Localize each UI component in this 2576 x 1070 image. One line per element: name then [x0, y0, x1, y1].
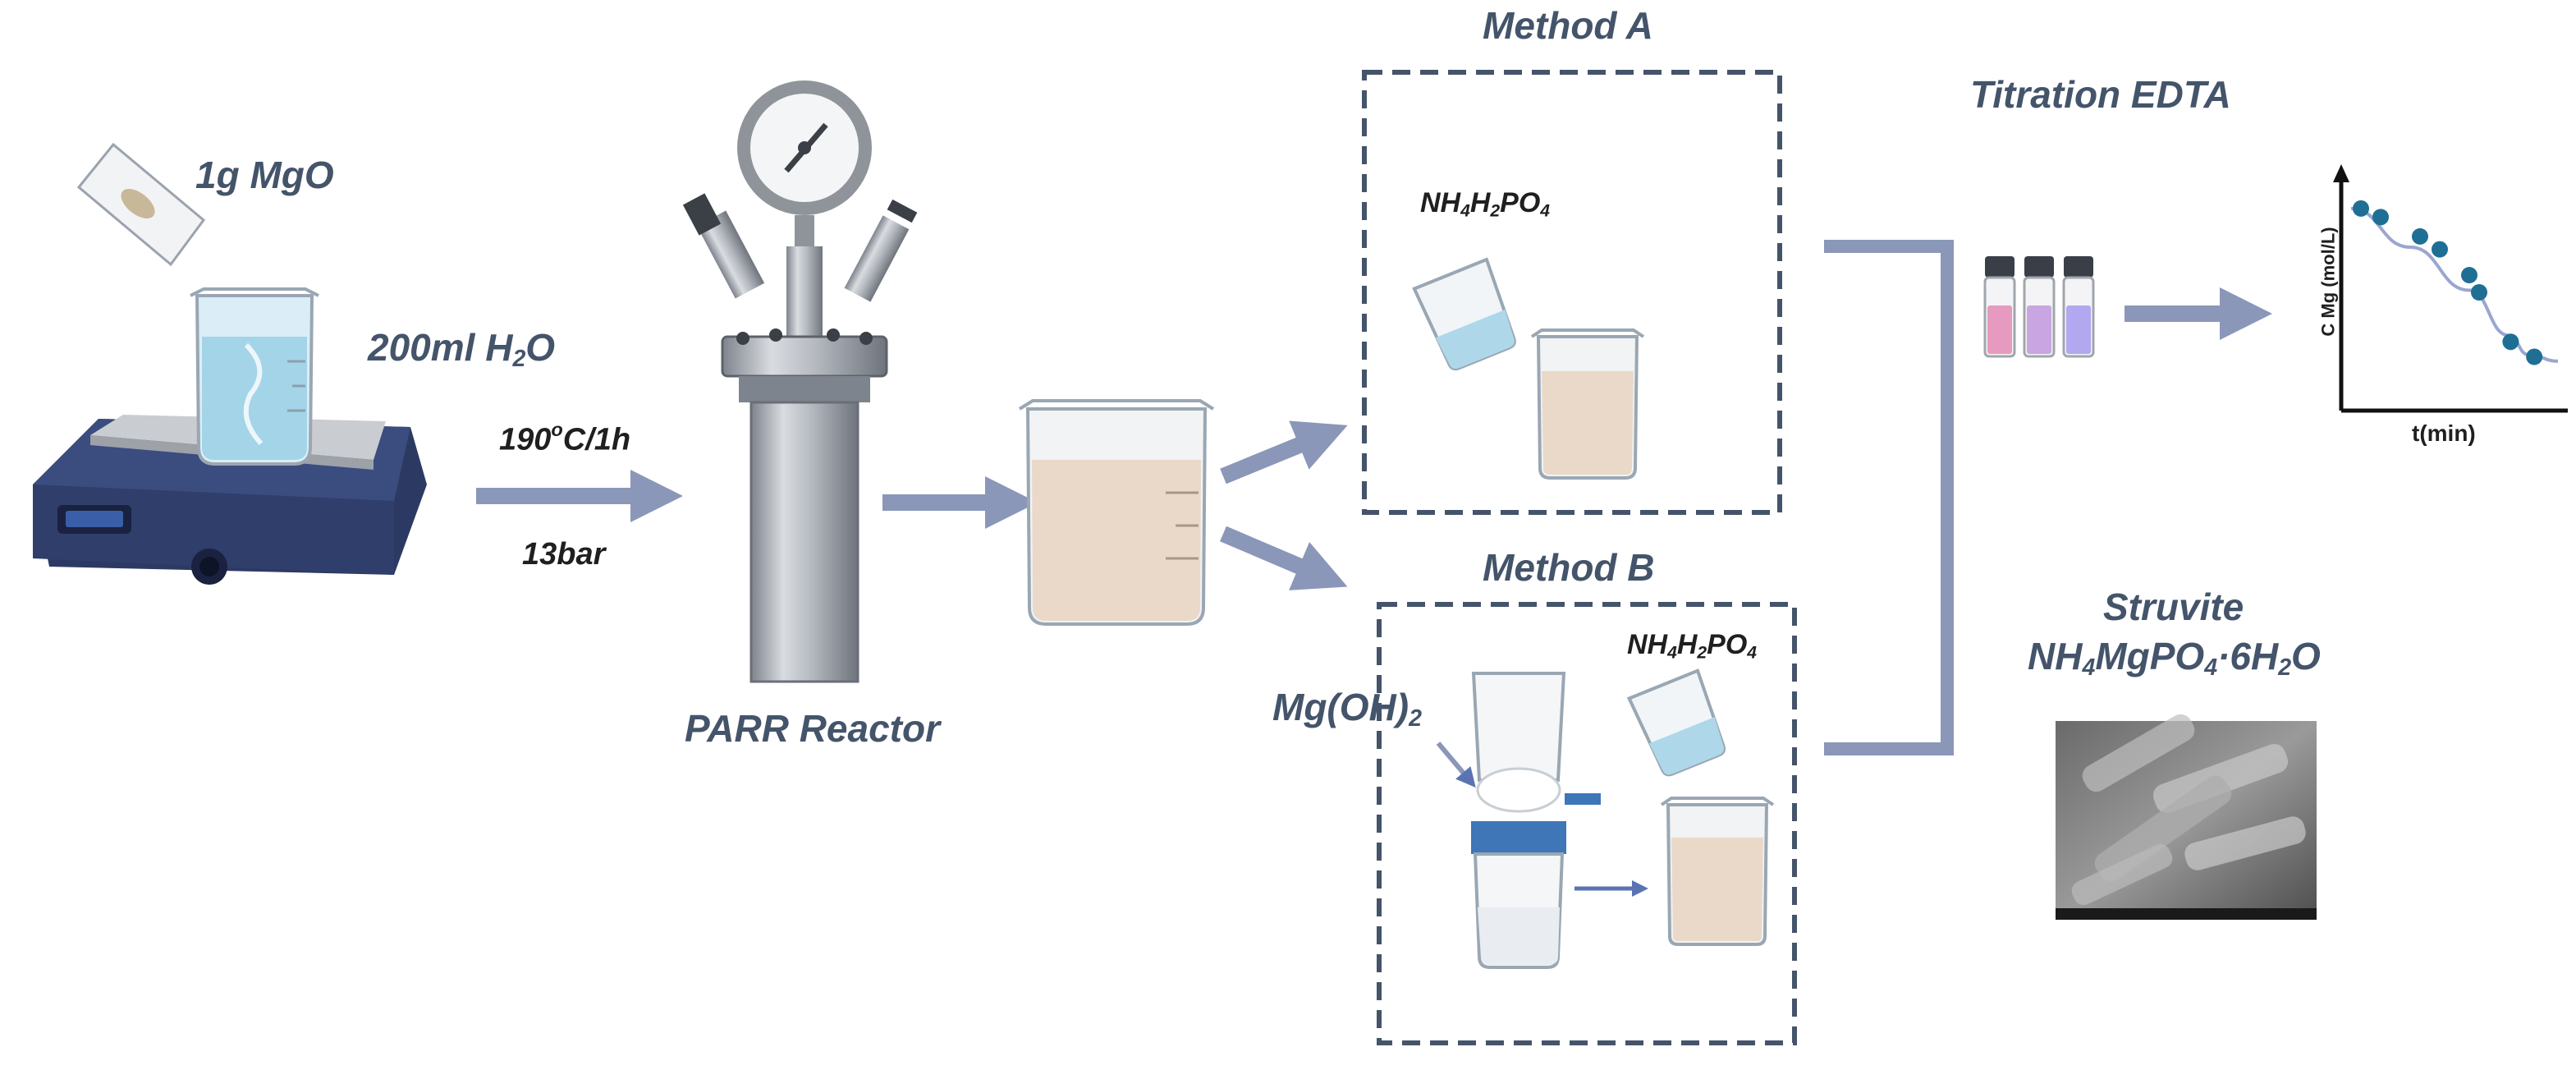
chart-point-5: [2461, 267, 2477, 284]
product-name: Struvite: [2103, 586, 2244, 628]
water-volume-label: 200ml H2O: [368, 325, 555, 373]
struvite-sem-image: [2056, 714, 2317, 920]
chart-point-6: [2471, 284, 2487, 301]
titration-chart: [2333, 164, 2568, 413]
formula-p4: O: [2291, 635, 2321, 677]
temp-suffix: C/1h: [562, 422, 631, 457]
beaker-water-icon: [190, 287, 319, 466]
arrow-to-method-b: [1220, 526, 1348, 590]
method-a-box: [1362, 70, 1782, 515]
method-b-reagent: NH4H2PO4: [1627, 629, 1757, 663]
formula-s2: 4: [2204, 654, 2218, 682]
method-a-reagent-s2: 2: [1490, 201, 1501, 221]
method-b-reagent-s3: 4: [1747, 643, 1757, 663]
precipitate-label: Mg(OH)2: [1272, 685, 1422, 732]
method-a-reagent-s1: 4: [1460, 201, 1470, 221]
chart-point-2: [2372, 209, 2389, 226]
formula-s1: 4: [2082, 654, 2096, 682]
product-beaker-a-icon: [1530, 328, 1645, 480]
method-a-title: Method A: [1483, 4, 1653, 47]
parr-reactor-icon: [682, 80, 918, 683]
chart-point-1: [2353, 200, 2369, 217]
method-a-reagent-p2: H: [1469, 187, 1491, 218]
formula-p3: ·6H: [2217, 635, 2279, 677]
titration-title: Titration EDTA: [1970, 73, 2231, 116]
chart-point-8: [2526, 348, 2543, 365]
water-prefix: 200ml H: [368, 326, 513, 369]
method-a-reagent-p1: NH: [1420, 187, 1461, 218]
pointer-arrow-precipitate: [1436, 742, 1476, 788]
method-b-reagent-p3: PO: [1707, 629, 1748, 660]
chart-x-label: t(min): [2412, 420, 2476, 446]
method-b-reagent-s1: 4: [1667, 643, 1677, 663]
product-beaker-b-icon: [1660, 797, 1775, 946]
pressure-label: 13bar: [522, 537, 606, 572]
reagent-cup-b-icon: [1626, 668, 1726, 777]
precipitate-p1: Mg(OH): [1272, 686, 1409, 728]
method-a-reagent-p3: PO: [1500, 187, 1541, 218]
precipitate-s1: 2: [1409, 705, 1422, 732]
formula-p2: MgPO: [2095, 635, 2205, 677]
suspension-beaker-icon: [1018, 399, 1215, 626]
method-a-reagent-s3: 4: [1540, 201, 1550, 221]
water-sub: 2: [512, 346, 526, 373]
vacuum-filter-unit-icon: [1471, 672, 1601, 969]
bracket-connector: [1824, 240, 1954, 755]
titration-vials-icon: [1983, 256, 2095, 358]
temperature-time-label: 190oC/1h: [499, 419, 630, 457]
chart-point-7: [2502, 333, 2519, 351]
method-a-reagent: NH4H2PO4: [1420, 187, 1550, 221]
chart-fit-line: [2350, 206, 2559, 363]
method-b-reagent-p2: H: [1676, 629, 1698, 660]
method-b-reagent-s2: 2: [1697, 643, 1707, 663]
formula-s3: 2: [2278, 654, 2292, 682]
weighing-paper-icon: [76, 142, 206, 267]
method-b-title: Method B: [1483, 546, 1655, 589]
product-formula: NH4MgPO4·6H2O: [2028, 634, 2321, 682]
reagent-cup-a-icon: [1412, 257, 1516, 371]
arrow-to-method-a: [1220, 420, 1348, 484]
reactor-label: PARR Reactor: [685, 707, 940, 750]
method-b-reagent-p1: NH: [1627, 629, 1668, 660]
temp-sup: o: [551, 419, 563, 440]
chart-y-label: C Mg (mol/L): [2317, 227, 2339, 337]
water-suffix: O: [525, 326, 556, 369]
chart-y-axis-arrowhead: [2333, 164, 2349, 182]
chart-point-4: [2432, 241, 2448, 258]
temp-prefix: 190: [499, 422, 552, 457]
formula-p1: NH: [2028, 635, 2083, 677]
chart-point-3: [2412, 227, 2428, 245]
method-b-box: [1377, 602, 1797, 1045]
mgo-mass-label: 1g MgO: [195, 154, 334, 196]
chart-points: [2353, 200, 2543, 365]
